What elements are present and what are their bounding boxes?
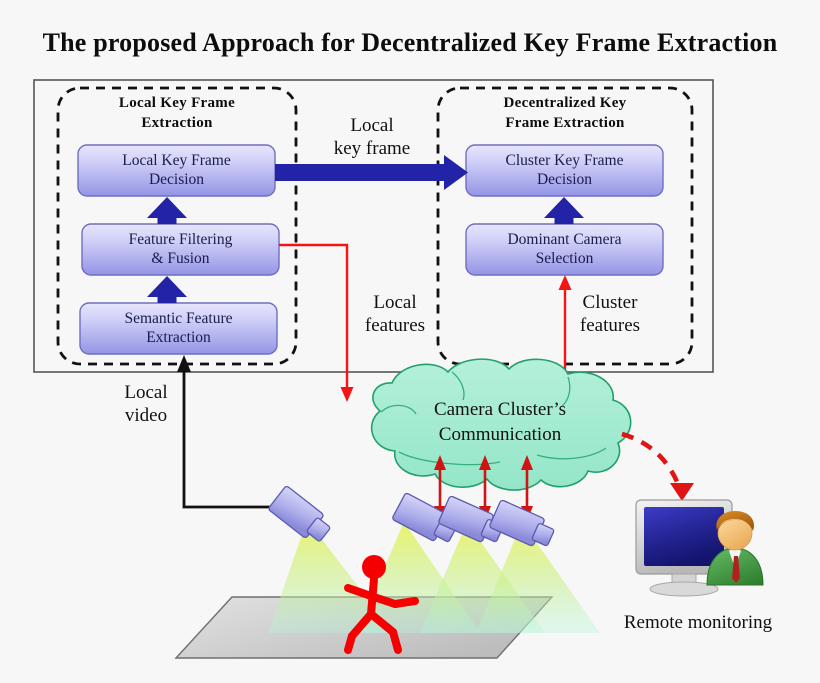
outer-container-box xyxy=(33,79,714,373)
red-arrowhead-local-features xyxy=(340,387,354,402)
edge-label-line2: features xyxy=(579,315,641,337)
edge-label-line1: Cluster xyxy=(582,292,638,313)
edge-label-line1: Local xyxy=(350,115,394,136)
black-arrowhead-local-video xyxy=(177,355,191,372)
monitor-icon xyxy=(635,499,733,597)
left-panel-title-line2: Extraction xyxy=(141,114,213,131)
block-semantic-feature-extraction[interactable] xyxy=(79,302,278,355)
edge-label-line2: key frame xyxy=(333,138,411,160)
cloud-label-line1: Camera Cluster’s xyxy=(433,399,567,420)
left-panel-dashed-box xyxy=(56,86,298,366)
red-line-local-features xyxy=(279,243,349,390)
edge-label-local-key-frame: Local key frame xyxy=(297,114,447,160)
red-dashed-arrowhead xyxy=(670,483,694,501)
black-line-local-video xyxy=(182,369,280,509)
left-panel-title-line1: Local Key Frame xyxy=(118,95,236,111)
block-cluster-key-frame-decision[interactable] xyxy=(465,144,664,197)
block-feature-filtering-fusion[interactable] xyxy=(81,223,280,276)
right-panel-title-line2: Frame Extraction xyxy=(505,114,625,131)
red-dashed-arrow-to-remote xyxy=(621,431,681,485)
blue-arrow-up-dominant-to-cluster xyxy=(544,197,584,224)
edge-label-cluster-features: Cluster features xyxy=(555,291,665,337)
cloud-label-line2: Communication xyxy=(438,423,562,445)
remote-monitoring-label: Remote monitoring xyxy=(623,612,773,633)
cloud-icon xyxy=(370,358,632,491)
blue-arrow-local-key-frame xyxy=(275,155,468,190)
left-panel-title: Local Key Frame Extraction xyxy=(58,94,296,133)
figure-title: The proposed Approach for Decentralized … xyxy=(42,28,778,57)
camera-icon-1[interactable] xyxy=(268,485,335,546)
right-panel-title: Decentralized Key Frame Extraction xyxy=(438,94,692,133)
block-dominant-camera-selection[interactable] xyxy=(465,223,664,276)
blue-arrow-up-semantic-to-filtering xyxy=(147,276,187,303)
edge-label-line1: Local xyxy=(124,382,168,403)
red-arrowhead-cluster-features xyxy=(558,275,572,290)
edge-label-line2: video xyxy=(124,405,168,427)
cloud-label: Camera Cluster’s Communication xyxy=(375,398,625,447)
person-icon xyxy=(706,511,764,586)
edge-label-local-features: Local features xyxy=(340,291,450,337)
blue-arrow-up-filtering-to-decision xyxy=(147,197,187,224)
block-local-key-frame-decision[interactable] xyxy=(77,144,276,197)
camera-icon-4[interactable] xyxy=(489,499,557,552)
edge-label-line1: Local xyxy=(373,292,417,313)
edge-label-line2: features xyxy=(364,315,426,337)
edge-label-local-video: Local video xyxy=(108,381,184,427)
walking-person-icon xyxy=(344,555,419,654)
right-panel-title-line1: Decentralized Key xyxy=(503,95,627,111)
